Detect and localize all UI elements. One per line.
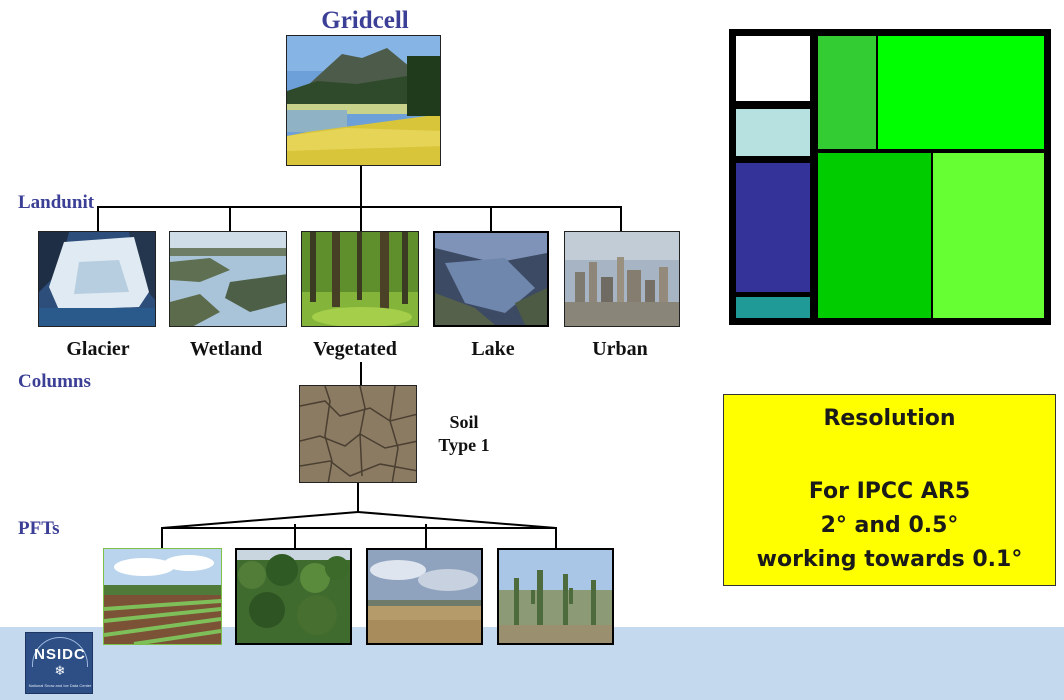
soil-label-line2: Type 1 bbox=[438, 435, 490, 455]
lake-photo bbox=[433, 231, 549, 327]
treemap-cell-white bbox=[736, 36, 810, 101]
snowflake-icon: ❄ bbox=[54, 664, 66, 679]
treemap-cell-teal bbox=[736, 297, 810, 318]
glacier-photo bbox=[38, 231, 156, 327]
cracked-soil-photo bbox=[299, 385, 417, 483]
wetland-photo bbox=[169, 231, 287, 327]
treemap-cell-green bbox=[818, 153, 931, 318]
resolution-line-1: For IPCC AR5 bbox=[808, 479, 971, 504]
city-photo bbox=[564, 231, 680, 327]
resolution-line-3: working towards 0.1° bbox=[756, 547, 1023, 572]
logo-subtext: National Snow and Ice Data Center bbox=[28, 683, 92, 688]
treemap-cell-light-green bbox=[933, 153, 1044, 318]
tropical-forest-photo bbox=[235, 548, 352, 645]
treemap-cell-navy bbox=[736, 163, 810, 292]
gridcell-heading: Gridcell bbox=[321, 7, 409, 34]
nsidc-logo: NSIDC ❄ National Snow and Ice Data Cente… bbox=[25, 632, 93, 694]
gridcell-landscape-photo bbox=[286, 35, 441, 166]
soil-label-line1: Soil bbox=[449, 412, 479, 432]
treemap-cell-light-cyan bbox=[736, 109, 810, 156]
columns-heading: Columns bbox=[18, 371, 91, 392]
desert-cactus-photo bbox=[497, 548, 614, 645]
landunit-treemap bbox=[729, 29, 1051, 325]
resolution-line-2: 2° and 0.5° bbox=[820, 513, 959, 538]
resolution-title: Resolution bbox=[823, 406, 956, 431]
logo-text: NSIDC bbox=[34, 646, 86, 663]
landunit-label-glacier: Glacier bbox=[66, 338, 130, 360]
landunit-label-lake: Lake bbox=[471, 338, 515, 360]
crop-field-photo bbox=[103, 548, 222, 645]
soil-type-label: Soil Type 1 bbox=[422, 411, 506, 457]
forest-photo bbox=[301, 231, 419, 327]
landunit-heading: Landunit bbox=[18, 192, 95, 213]
hierarchy-connectors bbox=[97, 166, 622, 548]
treemap-cell-bright-green bbox=[878, 36, 1044, 149]
landunit-label-vegetated: Vegetated bbox=[313, 338, 397, 360]
pfts-heading: PFTs bbox=[18, 518, 60, 539]
resolution-box: Resolution For IPCC AR5 2° and 0.5° work… bbox=[723, 394, 1056, 586]
landunit-label-urban: Urban bbox=[592, 338, 648, 360]
treemap-cell-medium-green bbox=[818, 36, 876, 149]
grassland-photo bbox=[366, 548, 483, 645]
landunit-label-wetland: Wetland bbox=[189, 338, 263, 360]
